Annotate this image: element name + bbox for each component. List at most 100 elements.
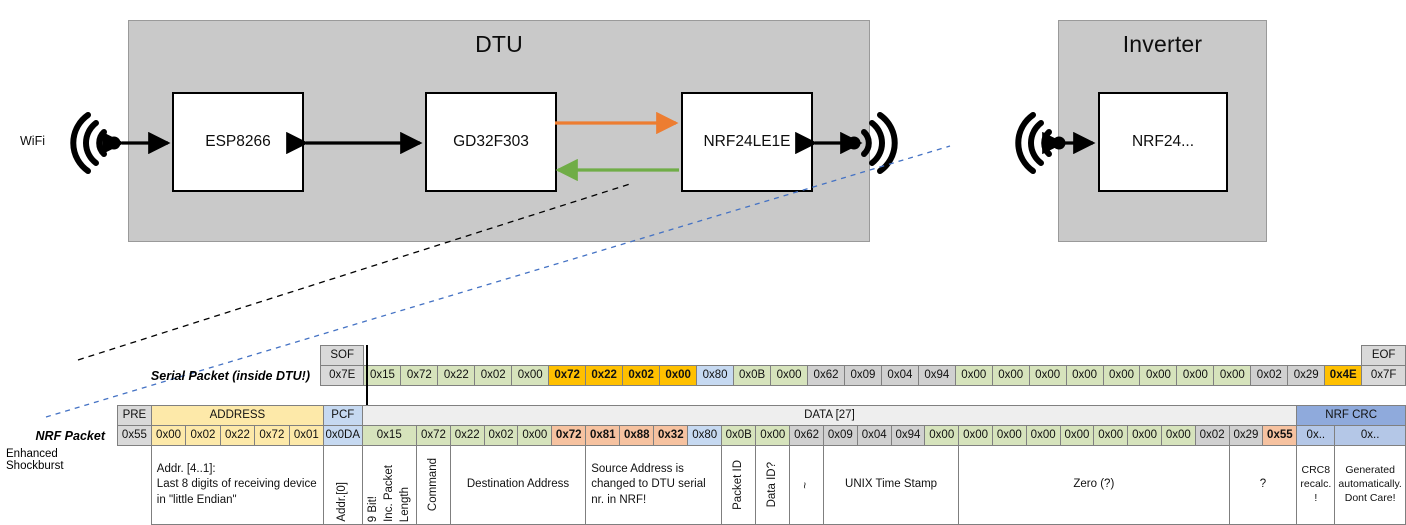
nrf-byte-cell: 0x15 — [361, 425, 418, 446]
nrf-pre-value: 0x55 — [117, 425, 152, 446]
serial-byte-cell: 0x22 — [437, 365, 476, 386]
nrf-byte-cell: 0x00 — [958, 425, 993, 446]
serial-byte-cell: 0x00 — [511, 365, 550, 386]
nrf-pcf-header: PCF — [323, 405, 363, 426]
nrf-byte-cell: 0x72 — [551, 425, 587, 446]
nrf-byte-cell: 0x81 — [585, 425, 621, 446]
nrf-byte-cell: 0x09 — [822, 425, 858, 446]
chip-esp8266: ESP8266 — [172, 92, 304, 192]
nrf-byte-cell: 0x00 — [1127, 425, 1162, 446]
desc-address-line1: Addr. [4..1]: Last 8 digits of receiving… — [156, 463, 317, 506]
nrf-byte-cell: 0x02 — [483, 425, 519, 446]
desc-data-id-cell: Data ID? — [755, 445, 791, 525]
serial-byte-cell: 0x00 — [1028, 365, 1067, 386]
desc-pcf-line2: Inc. Packet — [382, 465, 395, 522]
desc-packet-id-cell: Packet ID — [721, 445, 757, 525]
desc-pre-spacer — [117, 445, 152, 525]
nrf-packet-label: NRF Packet — [35, 429, 105, 443]
desc-tilde-label: ~ — [799, 481, 812, 489]
nrf-byte-cell: 0x55 — [1262, 425, 1298, 446]
serial-byte-cell: 0x15 — [363, 365, 402, 386]
callout-stub-serial — [366, 345, 368, 405]
serial-byte-cell: 0x02 — [1250, 365, 1289, 386]
nrf-address-byte: 0x01 — [288, 425, 325, 446]
nrf-address-header: ADDRESS — [150, 405, 325, 426]
serial-byte-cell: 0x00 — [770, 365, 809, 386]
serial-packet-header-row: SOF EOF — [319, 345, 1406, 366]
serial-byte-cell: 0x09 — [843, 365, 882, 386]
desc-pcf-line1: 9 Bit! — [366, 495, 379, 522]
serial-byte-cell: 0x02 — [474, 365, 513, 386]
serial-byte-cell: 0x62 — [807, 365, 845, 386]
nrf-byte-cell: 0x22 — [449, 425, 485, 446]
serial-byte-cell: 0x00 — [954, 365, 993, 386]
desc-destination-cell: Destination Address — [449, 445, 587, 525]
nrf-crc-header: NRF CRC — [1296, 405, 1406, 426]
nrf-byte-cell: 0x00 — [1025, 425, 1061, 446]
nrf-packet-value-row: 0x55 0x00 0x02 0x22 0x72 0x01 0x0DA 0x15… — [117, 425, 1406, 446]
serial-byte-cell: 0x00 — [1213, 365, 1252, 386]
desc-data-id-label: Data ID? — [766, 462, 779, 508]
serial-sof-header: SOF — [319, 345, 365, 366]
nrf-byte-cell: 0x02 — [1194, 425, 1230, 446]
desc-command-label: Command — [426, 458, 439, 512]
serial-header-spacer — [364, 346, 1362, 366]
serial-byte-cell: 0x00 — [659, 365, 698, 386]
nrf-byte-cell: 0x29 — [1228, 425, 1264, 446]
nrf-byte-cell: 0x32 — [653, 425, 689, 446]
chip-esp8266-label: ESP8266 — [205, 133, 271, 151]
dtu-title: DTU — [475, 31, 523, 57]
inverter-title: Inverter — [1122, 31, 1203, 57]
serial-byte-cell: 0x29 — [1287, 365, 1326, 386]
serial-byte-cell: 0x00 — [1102, 365, 1141, 386]
desc-crc-note-cell: Generated automatically. Dont Care! — [1334, 445, 1406, 525]
nrf-description-row: Addr. [4..1]: Last 8 digits of receiving… — [117, 445, 1406, 525]
serial-byte-cell: 0x0B — [733, 365, 772, 386]
serial-byte-cell: 0x04 — [880, 365, 919, 386]
serial-byte-cell: 0x00 — [1065, 365, 1104, 386]
nrf-pcf-value: 0x0DA — [323, 425, 363, 446]
serial-byte-cell: 0x22 — [585, 365, 624, 386]
nrf-crc-value: 0x.. — [1296, 425, 1336, 446]
serial-sof-value: 0x7E — [319, 365, 365, 386]
nrf-packet-table: PRE ADDRESS PCF DATA [27] NRF CRC 0x55 0… — [117, 405, 1406, 525]
nrf-byte-cell: 0x72 — [416, 425, 451, 446]
nrf-byte-cell: 0x00 — [991, 425, 1027, 446]
serial-byte-cell: 0x00 — [1139, 365, 1178, 386]
chip-gd32f303: GD32F303 — [425, 92, 557, 192]
desc-pcf-cell: 9 Bit! Inc. Packet Length — [361, 445, 418, 525]
nrf-byte-cell: 0x00 — [1093, 425, 1129, 446]
chip-nrf24-label: NRF24... — [1131, 133, 1194, 151]
nrf-byte-cell: 0x00 — [1059, 425, 1095, 446]
serial-byte-cell: 0x00 — [1176, 365, 1215, 386]
nrf-packet-header-row: PRE ADDRESS PCF DATA [27] NRF CRC — [117, 405, 1406, 426]
nrf-byte-cell: 0x0B — [721, 425, 757, 446]
nrf-byte-cell: 0x80 — [687, 425, 723, 446]
nrf-byte-cell: 0x88 — [619, 425, 655, 446]
desc-source-cell: Source Address is changed to DTU serial … — [585, 445, 723, 525]
serial-eof-header: EOF — [1361, 345, 1406, 366]
nrf-byte-cell: 0x94 — [890, 425, 926, 446]
nrf-byte-cell: 0x00 — [517, 425, 553, 446]
nrf-crc-value: 0x.. — [1334, 425, 1406, 446]
desc-command-cell: Command — [416, 445, 451, 525]
serial-byte-cell: 0x72 — [548, 365, 587, 386]
wifi-antenna-icon — [70, 112, 121, 174]
desc-addr0-label: Addr.[0] — [336, 482, 349, 522]
nrf-address-byte: 0x72 — [254, 425, 290, 446]
nrf-pre-header: PRE — [117, 405, 152, 426]
serial-byte-cell: 0x80 — [696, 365, 735, 386]
nrf-address-byte: 0x02 — [185, 425, 221, 446]
desc-timestamp-cell: UNIX Time Stamp — [822, 445, 960, 525]
desc-address-block: Addr. [4..1]: Last 8 digits of receiving… — [150, 445, 325, 525]
desc-tilde-cell: ~ — [789, 445, 824, 525]
nrf-byte-cell: 0x00 — [755, 425, 791, 446]
serial-byte-cell: 0x00 — [991, 365, 1030, 386]
chip-nrf24le1e: NRF24LE1E — [681, 92, 813, 192]
desc-zero-cell: Zero (?) — [958, 445, 1230, 525]
nrf-address-byte: 0x22 — [219, 425, 256, 446]
wifi-label: WiFi — [20, 134, 45, 148]
